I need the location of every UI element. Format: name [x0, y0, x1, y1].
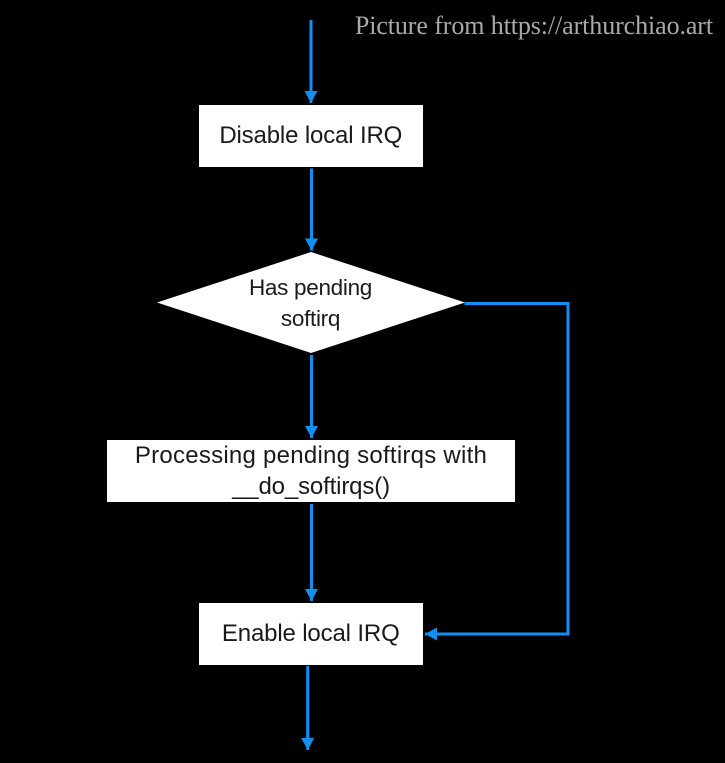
node-process-pending-softirqs: Processing pending softirqs with __do_so… [107, 439, 515, 502]
decision-label-line-1: Has pending [248, 274, 373, 300]
node-disable-local-irq: Disable local IRQ [199, 104, 423, 167]
process-label-line-1: Processing pending softirqs with [134, 441, 488, 469]
node-has-pending-softirq: Has pending softirq [156, 252, 465, 353]
node-enable-local-irq-label: Enable local IRQ [221, 620, 400, 647]
decision-label-line-2: softirq [280, 305, 341, 331]
caption-text: Picture from https://arthurchiao.art [354, 11, 713, 40]
node-disable-local-irq-label: Disable local IRQ [219, 122, 403, 150]
process-label-line-2: __do_softirqs() [232, 472, 390, 500]
edge-decision-bypass-to-enable-irq [425, 302, 570, 641]
node-process-pending-softirqs-label: Processing pending softirqs with __do_so… [135, 440, 487, 502]
node-enable-local-irq: Enable local IRQ [199, 602, 423, 665]
decision-diamond-shape [156, 252, 465, 353]
node-has-pending-softirq-label: Has pending softirq [157, 252, 465, 353]
